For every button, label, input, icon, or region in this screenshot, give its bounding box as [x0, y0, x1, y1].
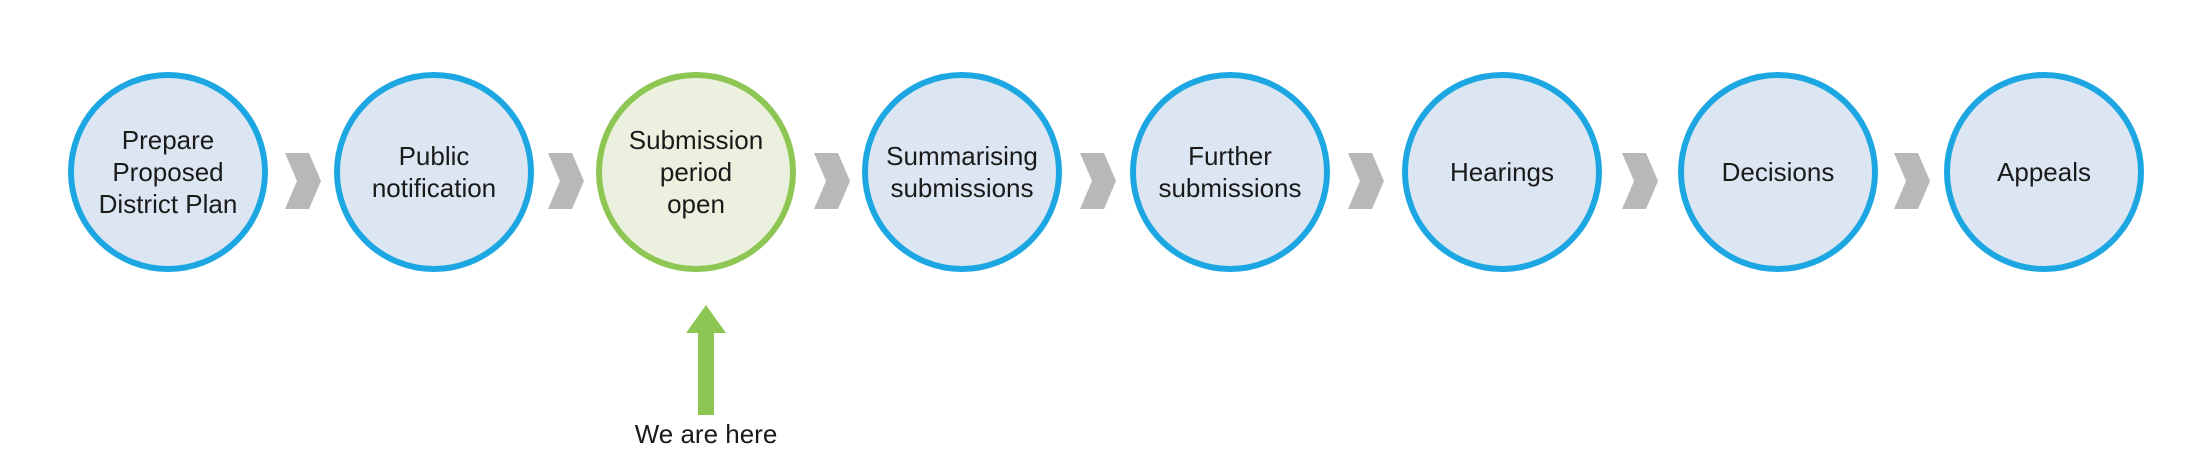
- step-label: Public notification: [371, 141, 497, 203]
- step-summarising-submissions: Summarising submissions: [862, 72, 1062, 272]
- chevron-right-icon: [1894, 153, 1930, 209]
- step-label: Prepare Proposed District Plan: [98, 125, 238, 219]
- step-prepare-proposed-district-plan: Prepare Proposed District Plan: [68, 72, 268, 272]
- step-submission-period-open: Submission period open: [596, 72, 796, 272]
- chevron-right-icon: [1348, 153, 1384, 209]
- step-label: Further submissions: [1158, 141, 1302, 203]
- chevron-right-icon: [285, 153, 321, 209]
- step-public-notification: Public notification: [334, 72, 534, 272]
- step-label: Summarising submissions: [886, 141, 1038, 203]
- chevron-right-icon: [1080, 153, 1116, 209]
- up-arrow-icon: [686, 305, 726, 415]
- chevron-right-icon: [814, 153, 850, 209]
- step-appeals: Appeals: [1944, 72, 2144, 272]
- chevron-right-icon: [548, 153, 584, 209]
- step-label: Decisions: [1721, 157, 1835, 187]
- step-hearings: Hearings: [1402, 72, 1602, 272]
- step-label: Appeals: [1997, 157, 2091, 187]
- current-stage-marker-label: We are here: [634, 419, 778, 449]
- step-decisions: Decisions: [1678, 72, 1878, 272]
- chevron-right-icon: [1622, 153, 1658, 209]
- step-label: Hearings: [1449, 157, 1555, 187]
- step-further-submissions: Further submissions: [1130, 72, 1330, 272]
- step-label: Submission period open: [628, 125, 764, 219]
